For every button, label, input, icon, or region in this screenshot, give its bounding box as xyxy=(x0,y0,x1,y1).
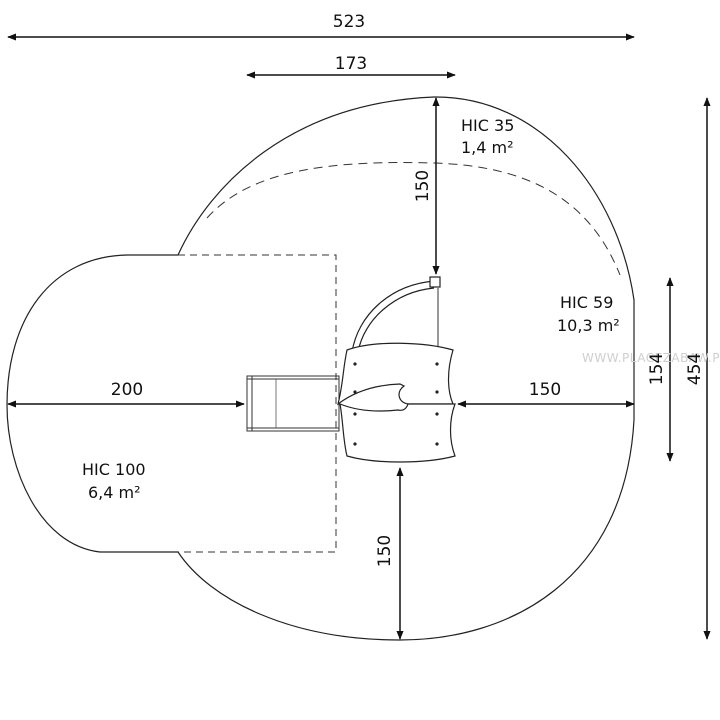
dim-inner-height: 154 xyxy=(647,353,667,385)
dim-overall-height: 454 xyxy=(685,353,705,385)
zone-hic59-area: 10,3 m² xyxy=(557,316,620,335)
zone-hic59-label: HIC 59 xyxy=(560,293,613,312)
platforms xyxy=(336,342,456,463)
watermark: WWW.PLACEZABAW.PL xyxy=(582,351,720,365)
dimension-lines xyxy=(7,33,711,640)
dim-overall-width: 523 xyxy=(333,12,365,32)
zone-hic35-label: HIC 35 xyxy=(461,116,514,135)
climbing-arch xyxy=(351,276,441,353)
dim-right-length: 150 xyxy=(529,380,561,400)
safety-zone-outline xyxy=(6,96,635,641)
slide-zone-dashed xyxy=(178,254,337,553)
zone-hic100-area: 6,4 m² xyxy=(88,483,141,502)
dim-bottom-depth: 150 xyxy=(375,535,395,567)
slide xyxy=(246,375,340,432)
zone-hic100-label: HIC 100 xyxy=(82,460,146,479)
dim-top-width: 173 xyxy=(335,54,367,74)
dim-left-length: 200 xyxy=(111,380,143,400)
dim-top-depth: 150 xyxy=(413,170,433,202)
zone-hic35-area: 1,4 m² xyxy=(461,138,514,157)
